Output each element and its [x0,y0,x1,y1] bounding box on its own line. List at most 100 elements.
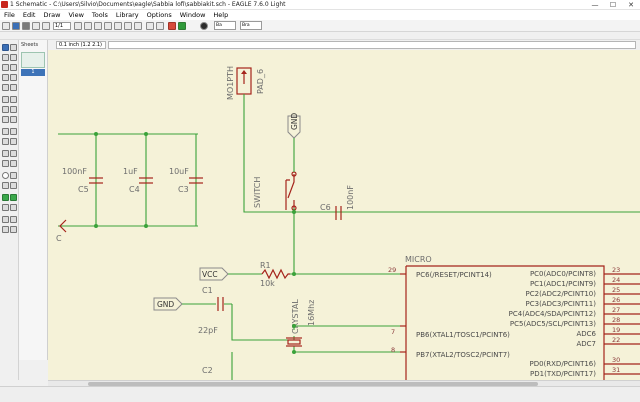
move-icon[interactable] [2,64,9,71]
junction-icon[interactable] [2,204,9,211]
smash-icon[interactable] [2,138,9,145]
net-icon[interactable] [10,194,17,201]
polygon-icon[interactable] [10,182,17,189]
menu-tools[interactable]: Tools [91,11,108,19]
pad-mo1pth[interactable] [236,67,252,95]
close-button[interactable]: ✕ [628,1,634,9]
c2-name-label: C2 [202,366,213,375]
pinswap-icon[interactable] [10,106,17,113]
redraw-icon[interactable] [134,22,142,30]
zoom-in-icon[interactable] [104,22,112,30]
menu-file[interactable]: File [4,11,15,19]
copy-icon[interactable] [10,64,17,71]
text-icon[interactable] [10,160,17,167]
sheets-header: Sheets [21,42,39,48]
paste-icon[interactable] [2,96,9,103]
errors-icon[interactable] [10,226,17,233]
menu-library[interactable]: Library [115,11,139,19]
cam-icon[interactable] [32,22,40,30]
gnd-symbol-left: GND [153,297,183,311]
replace-icon[interactable] [2,116,9,123]
pin-29-num: 29 [388,266,396,274]
schematic-canvas[interactable]: 100nF C5 1uF C4 10uF C3 C MO1PTH PAD_6 G… [48,50,640,380]
scrollbar-thumb[interactable] [88,382,538,386]
switch[interactable] [285,171,297,211]
value-icon[interactable] [10,128,17,135]
window-title: 1 Schematic - C:\Users\Silvio\Documents\… [10,1,286,8]
sheet-thumbnail[interactable] [21,52,45,68]
redo-icon[interactable] [156,22,164,30]
horizontal-scrollbar[interactable] [48,380,640,386]
menu-window[interactable]: Window [179,11,206,19]
menu-draw[interactable]: Draw [43,11,61,19]
capacitor-c3[interactable] [189,177,203,184]
ulp-icon[interactable] [84,22,92,30]
capacitor-c4[interactable] [139,177,153,184]
microcontroller[interactable] [405,265,605,380]
print-icon[interactable] [22,22,30,30]
save-icon[interactable] [12,22,20,30]
show-icon[interactable] [10,44,17,51]
rotate-icon[interactable] [10,74,17,81]
dimension-icon[interactable] [10,216,17,223]
maximize-button[interactable]: ☐ [609,1,617,9]
go-icon[interactable] [178,22,186,30]
label-icon[interactable] [10,204,17,211]
sheet-select[interactable]: 1/1 [53,22,71,30]
split-icon[interactable] [2,150,9,157]
attribute-icon[interactable] [2,216,9,223]
c3-name-label: C3 [178,185,189,194]
pin-23-num: 23 [612,266,620,274]
schematic-drawing[interactable]: 100nF C5 1uF C4 10uF C3 C MO1PTH PAD_6 G… [48,50,640,380]
pad-label: PAD_6 [256,69,265,94]
miter-icon[interactable] [10,138,17,145]
wire-icon[interactable] [2,160,9,167]
bus-icon[interactable] [2,194,9,201]
sheet-number[interactable]: 1 [21,69,45,76]
capacitor-c6[interactable] [335,206,342,220]
minimize-button[interactable]: — [591,1,599,9]
arc-icon[interactable] [10,172,17,179]
pin-30-label: PD0(RXD/PCINT16) [529,360,596,368]
capacitor-c5[interactable] [89,177,103,184]
name-icon[interactable] [2,128,9,135]
change-icon[interactable] [10,84,17,91]
menu-options[interactable]: Options [146,11,172,19]
menu-view[interactable]: View [68,11,84,19]
capacitor-c1[interactable] [217,297,224,311]
display-icon[interactable] [2,54,9,61]
gateswap-icon[interactable] [10,116,17,123]
open-icon[interactable] [2,22,10,30]
c3-value-label: 10uF [169,167,189,176]
r1-value-label: 10k [260,279,275,288]
resistor-r1[interactable] [261,268,290,280]
invoke-icon[interactable] [10,150,17,157]
net-class-combo[interactable]: Ba [214,21,236,30]
rect-icon[interactable] [2,182,9,189]
bus-combo[interactable]: Bra [240,21,262,30]
mark-icon[interactable] [10,54,17,61]
c4-name-label: C4 [129,185,140,194]
script-icon[interactable] [74,22,82,30]
mirror-icon[interactable] [2,74,9,81]
info-icon[interactable] [2,44,9,51]
grid-coordinate-display: 0.1 inch (1.2 2.1) [56,41,106,49]
erc-icon[interactable] [2,226,9,233]
group-icon[interactable] [2,84,9,91]
circle-icon[interactable] [2,172,9,179]
stop-icon[interactable] [168,22,176,30]
help-icon[interactable] [200,22,208,30]
delete-icon[interactable] [10,96,17,103]
pin-22-label: ADC7 [576,340,596,348]
crystal[interactable] [286,337,302,347]
command-input[interactable] [108,41,636,49]
zoom-select-icon[interactable] [124,22,132,30]
pin-26-num: 26 [612,296,620,304]
zoom-fit-icon[interactable] [94,22,102,30]
menu-edit[interactable]: Edit [22,11,36,19]
menu-help[interactable]: Help [213,11,229,19]
add-icon[interactable] [2,106,9,113]
zoom-out-icon[interactable] [114,22,122,30]
board-icon[interactable] [42,22,50,30]
undo-icon[interactable] [146,22,154,30]
